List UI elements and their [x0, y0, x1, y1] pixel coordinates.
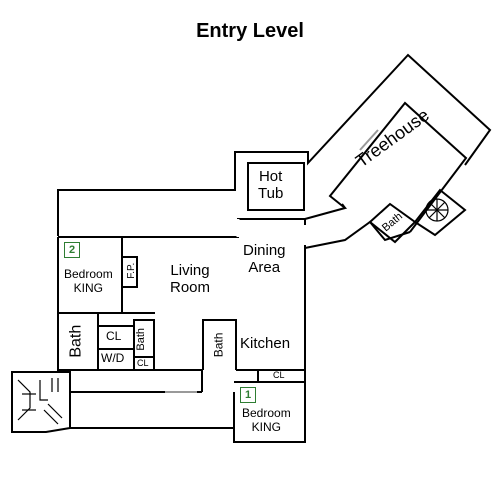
fireplace-label: F.P. — [126, 262, 138, 279]
closet-small-label: CL — [137, 358, 149, 368]
bath-small-label: Bath — [135, 328, 147, 351]
hot-tub-label: Hot Tub — [258, 168, 284, 203]
doors — [165, 129, 379, 393]
bedroom-1-label: Bedroom KING — [242, 406, 291, 434]
treehouse-walls — [304, 101, 468, 233]
page-title: Entry Level — [196, 20, 304, 42]
stair-block — [11, 371, 71, 433]
kitchen-closet-label: CL — [273, 370, 285, 380]
bedroom1-walls — [233, 382, 306, 443]
kitchen-bath — [202, 319, 237, 370]
dining-area-label: Dining Area — [243, 242, 286, 277]
kitchen-bath-label: Bath — [211, 332, 226, 358]
door-treehouse — [359, 129, 379, 151]
bedroom-2-label: Bedroom KING — [64, 267, 113, 295]
hall-south — [69, 392, 234, 429]
hot-tub — [247, 162, 305, 211]
walls — [11, 53, 492, 443]
fireplace — [121, 256, 138, 288]
kitchen-closet — [257, 369, 306, 383]
staircase-icon — [17, 378, 63, 425]
kitchen-label: Kitchen — [240, 335, 291, 352]
closet-label: CL — [106, 329, 122, 343]
living-room-label: Living Room — [170, 262, 211, 297]
spiral-staircase-icon — [425, 198, 449, 222]
treehouse-joint — [341, 203, 346, 209]
bath-main-label: Bath — [67, 324, 85, 358]
closet-small — [133, 356, 155, 371]
bedroom-2-number: 2 — [64, 242, 80, 258]
washer-dryer-label: W/D — [101, 351, 125, 365]
bedroom-1-number: 1 — [240, 387, 256, 403]
deck-outline — [57, 53, 492, 236]
